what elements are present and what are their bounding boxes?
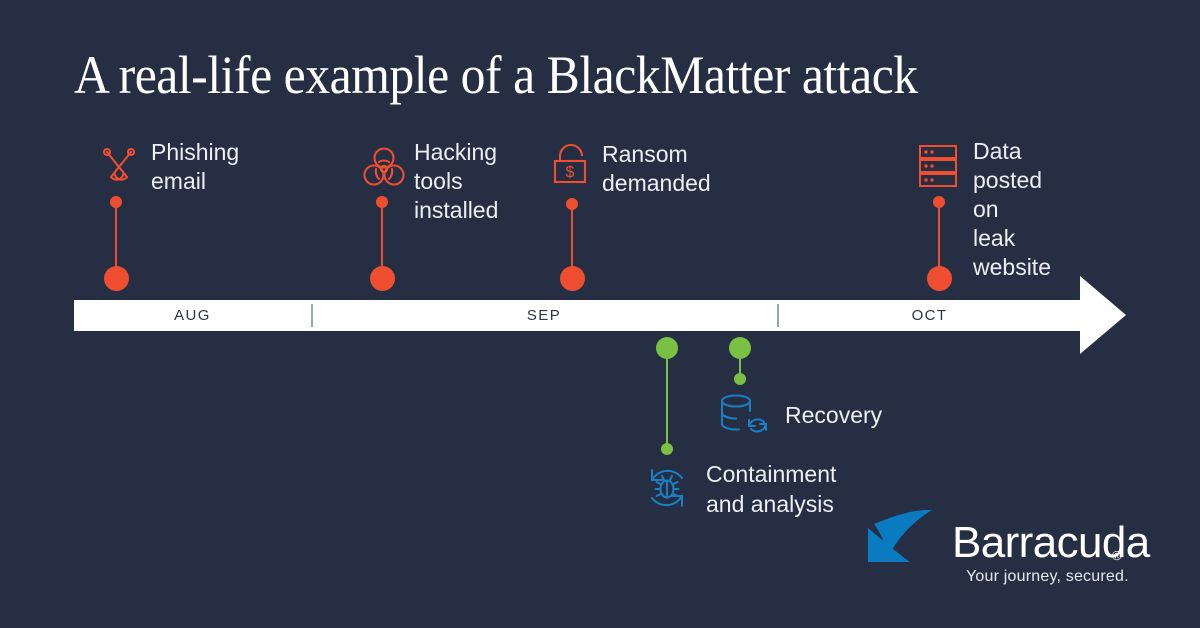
- event-stem: [115, 202, 117, 270]
- event-stem: [571, 204, 573, 270]
- response-label: Containment and analysis: [706, 461, 837, 517]
- response-anchor-dot: [656, 337, 678, 359]
- fish-hooks-icon: [94, 144, 144, 193]
- event-stem: [381, 202, 383, 270]
- barracuda-logo: Barracuda ® Your journey, secured.: [866, 509, 1150, 585]
- event-anchor-dot: [559, 266, 585, 291]
- timeline-bar: [74, 300, 1082, 331]
- month-label-sep: SEP: [526, 307, 562, 324]
- shark-fin-icon: [868, 509, 932, 562]
- response-stem: [739, 356, 741, 378]
- padlock-dollar-icon: $: [551, 141, 593, 194]
- event-stem: [938, 202, 940, 270]
- timeline-tick-sep-oct: [777, 304, 779, 327]
- logo-registered-mark: ®: [1112, 548, 1122, 563]
- event-anchor-dot: [103, 266, 129, 291]
- bug-refresh-icon: [641, 462, 693, 519]
- response-end-dot: [661, 443, 673, 455]
- event-label: Hacking tools installed: [414, 139, 499, 223]
- database-refresh-icon: [716, 391, 774, 444]
- timeline-arrowhead-icon: [1080, 276, 1126, 354]
- svg-text:$: $: [566, 164, 575, 181]
- month-label-oct: OCT: [911, 307, 948, 324]
- event-label: Data posted on leak website: [973, 138, 1051, 280]
- response-anchor-dot: [729, 337, 751, 359]
- biohazard-icon: [362, 145, 406, 196]
- event-label: Ransom demanded: [602, 141, 711, 196]
- page-title: A real-life example of a BlackMatter att…: [74, 45, 918, 105]
- month-label-aug: AUG: [174, 307, 211, 324]
- server-stack-icon: [917, 143, 961, 194]
- response-stem: [666, 356, 668, 448]
- event-anchor-dot: [926, 266, 952, 291]
- logo-tagline: Your journey, secured.: [966, 568, 1129, 585]
- logo-wordmark: Barracuda: [952, 518, 1150, 567]
- event-anchor-dot: [369, 266, 395, 291]
- response-label: Recovery: [785, 402, 883, 428]
- response-end-dot: [734, 373, 746, 385]
- event-label: Phishing email: [151, 139, 240, 194]
- timeline-tick-aug-sep: [311, 304, 313, 327]
